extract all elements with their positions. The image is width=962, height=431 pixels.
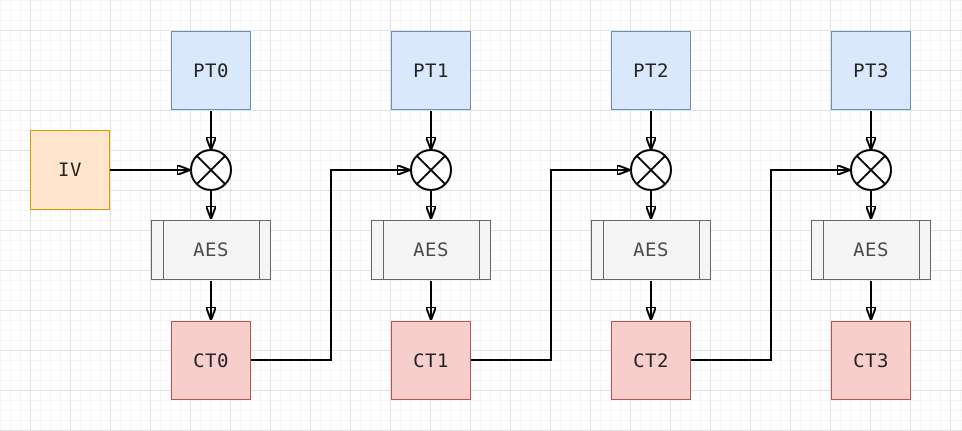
iv-block: IV [30, 130, 110, 210]
aes-block-2: AES [371, 220, 491, 280]
ct2-label: CT2 [633, 349, 669, 372]
pt2-block: PT2 [611, 31, 691, 110]
aes-label-1: AES [193, 239, 229, 261]
pt3-block: PT3 [831, 31, 911, 110]
ct1-label: CT1 [413, 349, 449, 372]
pt1-block: PT1 [391, 31, 471, 110]
aes-block-3: AES [591, 220, 711, 280]
ct0-block: CT0 [171, 321, 251, 400]
iv-label: IV [58, 159, 82, 181]
aes-label-3: AES [633, 239, 669, 261]
ct1-block: CT1 [391, 321, 471, 400]
ct3-label: CT3 [853, 349, 889, 372]
pt2-label: PT2 [633, 59, 669, 82]
aes-block-4: AES [811, 220, 931, 280]
xor-gate-icon-4 [850, 149, 892, 191]
xor-gate-icon-3 [630, 149, 672, 191]
ct3-block: CT3 [831, 321, 911, 400]
aes-block-1: AES [151, 220, 271, 280]
xor-gate-icon-2 [410, 149, 452, 191]
pt0-block: PT0 [171, 31, 251, 110]
ct2-block: CT2 [611, 321, 691, 400]
xor-gate-icon-1 [190, 149, 232, 191]
aes-label-4: AES [853, 239, 889, 261]
pt0-label: PT0 [193, 59, 229, 82]
pt1-label: PT1 [413, 59, 449, 82]
pt3-label: PT3 [853, 59, 889, 82]
aes-label-2: AES [413, 239, 449, 261]
ct0-label: CT0 [193, 349, 229, 372]
